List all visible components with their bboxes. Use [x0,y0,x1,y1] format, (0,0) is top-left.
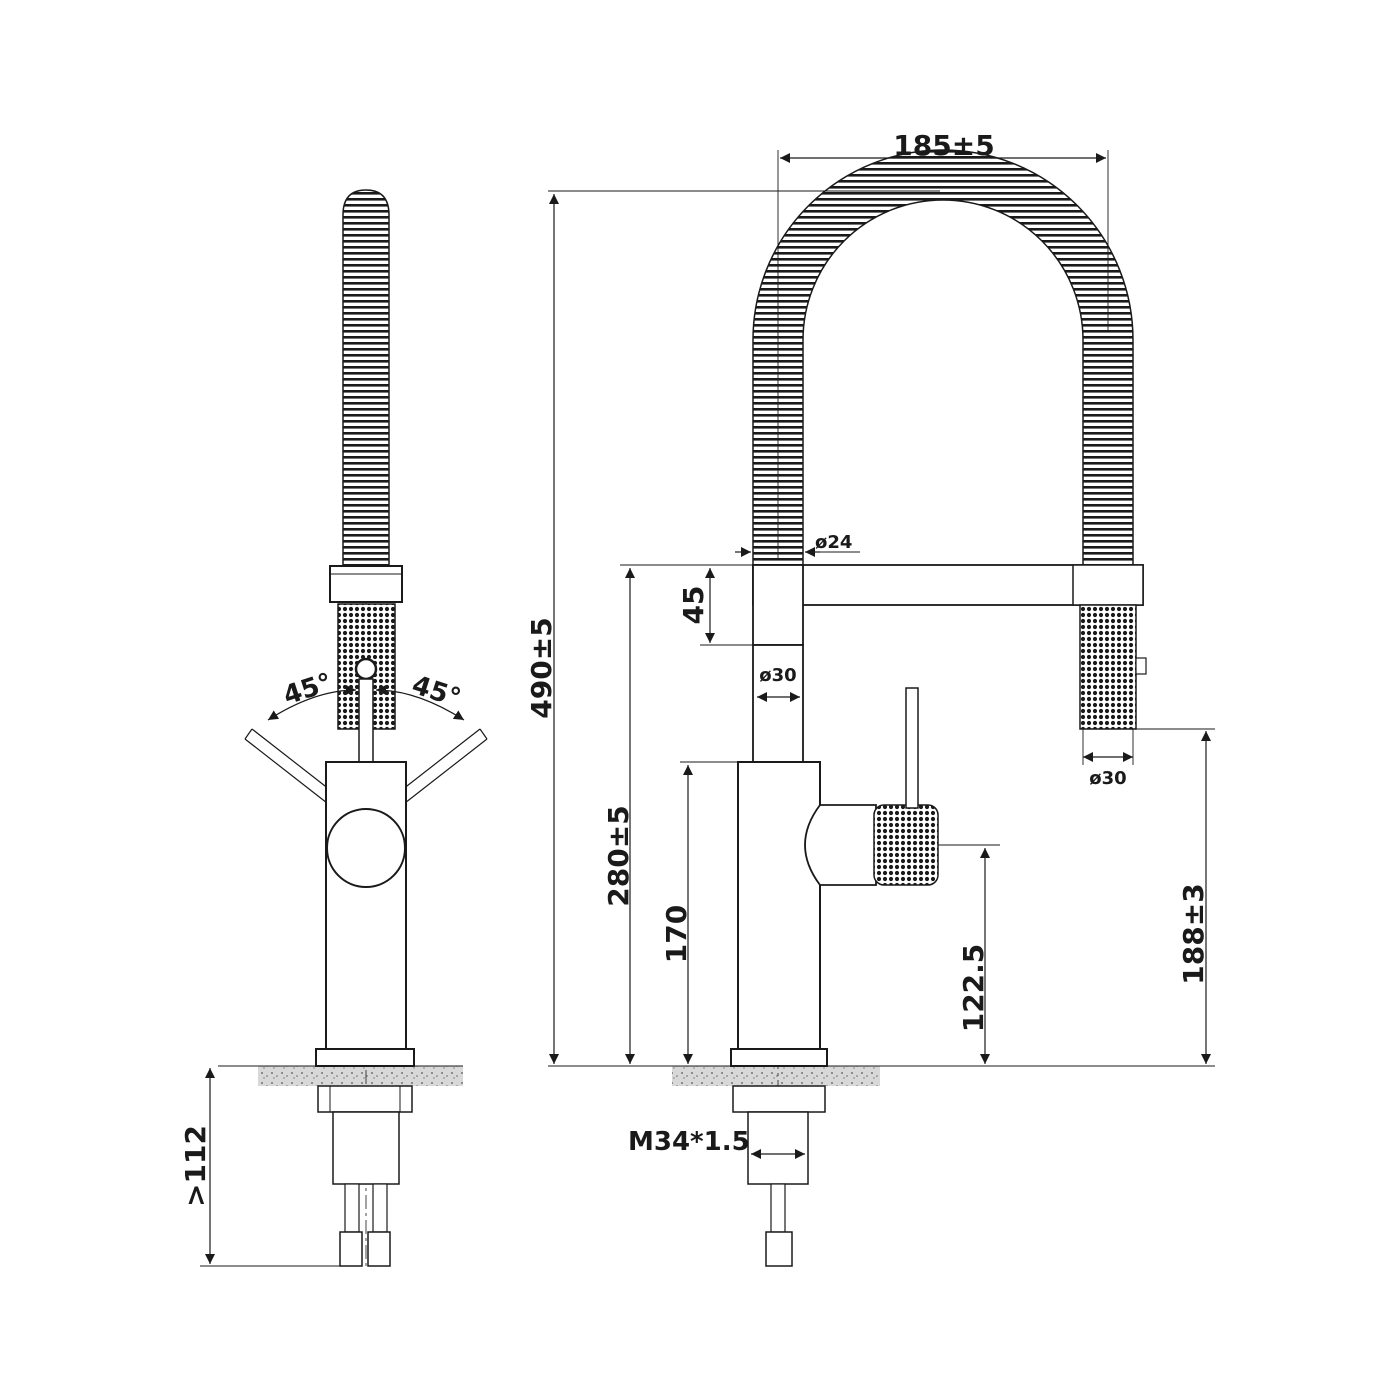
counter-top-right [672,1066,880,1086]
counter-top-left [258,1066,463,1086]
side-fitting-right [367,1231,391,1267]
angle-left-label: 45° [280,668,336,712]
lever-handle [905,687,919,809]
side-base-ring [315,1048,415,1067]
hose-dia-label: ø24 [815,532,852,553]
hose-section-label: 45 [677,586,710,625]
side-spout-hose [342,189,390,566]
reach-label: 185±5 [893,129,994,162]
side-mount-nut [317,1085,413,1113]
side-lever-pivot [354,657,378,681]
lever-housing [804,804,877,886]
spout-height-label: 280±5 [602,805,635,906]
body-dia-label: ø30 [759,665,796,686]
lever-knurled-grip [873,804,939,886]
front-upper-column [752,564,804,646]
lever-height-label: 122.5 [957,944,990,1033]
total-height-label: 490±5 [525,617,558,718]
side-fitting-left [339,1231,363,1267]
angle-right-label: 45° [408,670,464,714]
front-hose-arch [752,149,1134,566]
front-mount-shank [747,1111,809,1185]
side-lever-hub [326,808,406,888]
outlet-height-label: 188±3 [1177,883,1210,984]
sprayhead-button [1135,657,1147,675]
side-mount-shank [332,1111,400,1185]
front-hose [770,1183,786,1233]
front-view: 185±5 490±5 280±5 170 122.5 188±3 45 ø24… [525,129,1215,1267]
sprayhead-dia-label: ø30 [1089,768,1126,789]
side-view: 45° 45° >112 [179,189,488,1270]
front-body [737,761,821,1050]
body-height-label: 170 [660,905,693,963]
side-collar [329,565,403,603]
side-hose-left [344,1183,360,1233]
side-hose-right [372,1183,388,1233]
sprayhead [1079,604,1137,730]
front-fitting [765,1231,793,1267]
front-mount-nut [732,1085,826,1113]
front-base-ring [730,1048,828,1067]
below-counter-label: >112 [179,1125,212,1207]
front-lower-column [752,644,804,764]
thread-label: M34*1.5 [628,1127,750,1157]
side-body [325,761,407,1050]
